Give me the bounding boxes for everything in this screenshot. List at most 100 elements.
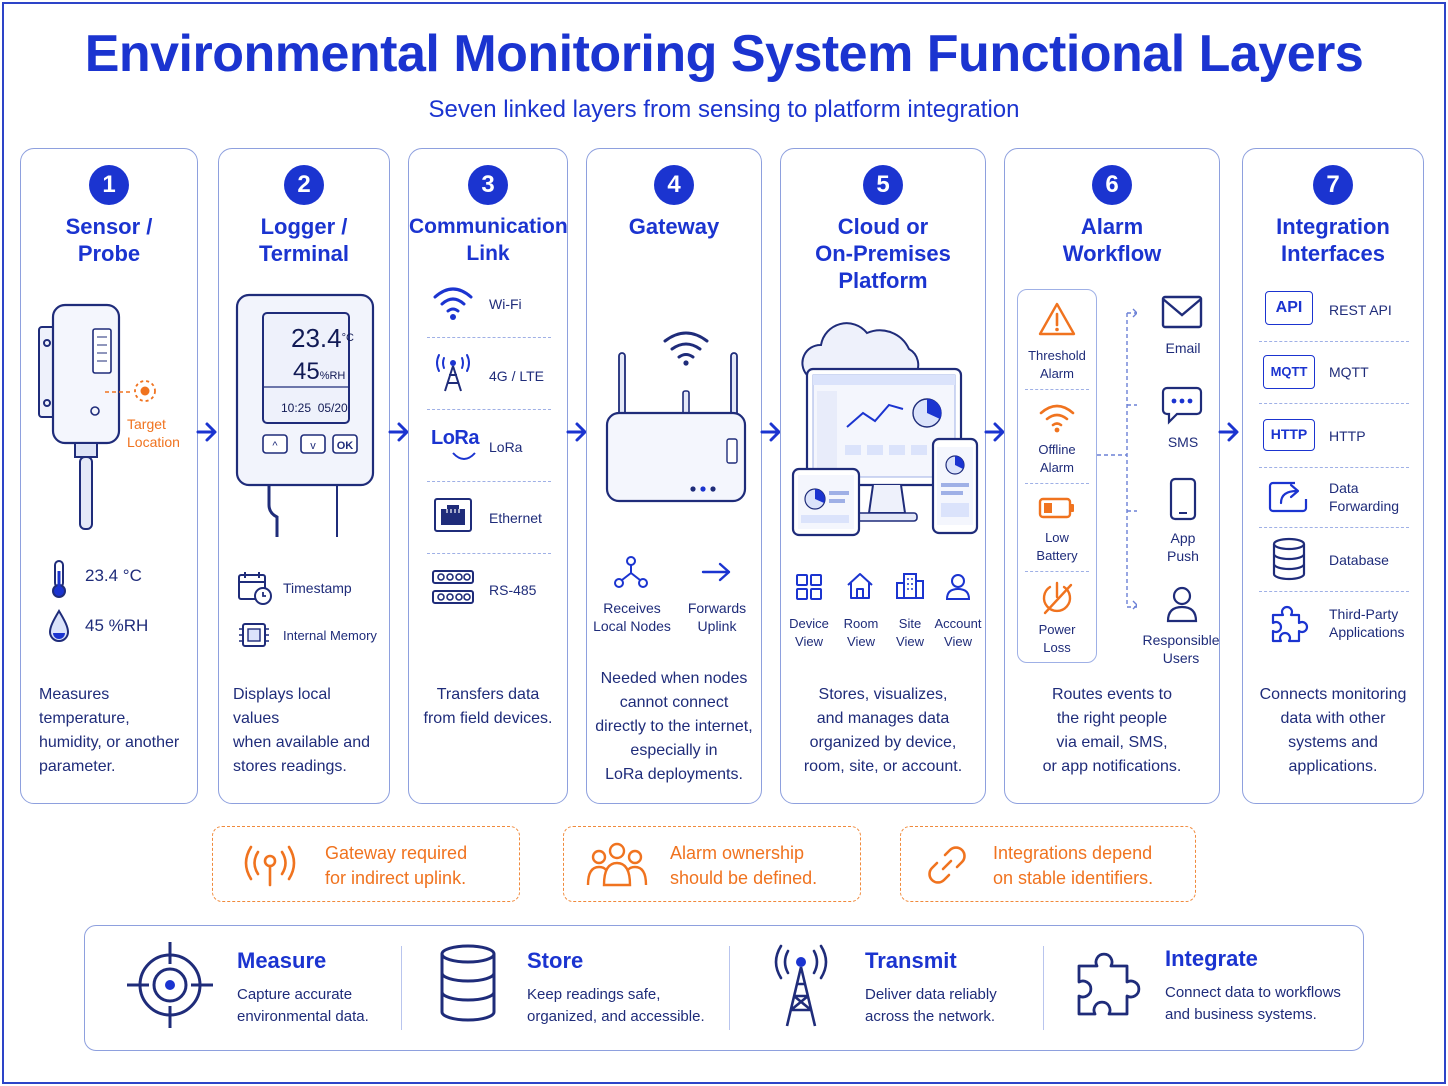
humidity-reading: 45 %RH bbox=[85, 616, 149, 635]
summary-title: Store bbox=[527, 948, 584, 973]
memory-chip-icon bbox=[239, 623, 269, 647]
calendar-clock-icon bbox=[238, 572, 272, 605]
lora-label: LoRa bbox=[489, 439, 523, 455]
ethernet-port-icon bbox=[434, 498, 472, 532]
database-icon bbox=[1272, 537, 1306, 581]
email-envelope-icon bbox=[1161, 295, 1203, 329]
crosshair-target-icon bbox=[127, 942, 213, 1028]
power-loss-icon bbox=[1042, 581, 1073, 615]
target-pointer-line bbox=[105, 391, 133, 393]
divider bbox=[427, 409, 551, 410]
layer-title: Gateway bbox=[628, 214, 720, 239]
smartphone-icon bbox=[1169, 477, 1197, 521]
house-icon bbox=[847, 573, 873, 599]
flow-arrow-icon bbox=[196, 422, 217, 442]
logger-temp-value: 23.4°C bbox=[291, 323, 354, 353]
temperature-reading: 23.4 °C bbox=[85, 566, 142, 585]
layer-number: 5 bbox=[863, 165, 903, 205]
layer-title: Sensor /Probe bbox=[65, 214, 153, 266]
internal-memory-label: Internal Memory bbox=[283, 628, 377, 643]
http-tag-icon: HTTP bbox=[1263, 419, 1315, 451]
divider bbox=[1025, 571, 1089, 572]
divider bbox=[427, 481, 551, 482]
lora-logo-icon: LoRa bbox=[431, 427, 480, 449]
layer-number: 3 bbox=[468, 165, 508, 205]
cell-tower-icon bbox=[436, 354, 470, 392]
humidity-drop-icon bbox=[48, 609, 70, 642]
summary-text: Keep readings safe,organized, and access… bbox=[527, 986, 705, 1025]
divider bbox=[1259, 403, 1409, 404]
offline-wifi-icon bbox=[1039, 404, 1075, 433]
user-group-icon bbox=[586, 842, 648, 887]
low-battery-icon bbox=[1038, 497, 1074, 519]
logger-humidity-value: 45%RH bbox=[293, 358, 346, 385]
layer-number: 6 bbox=[1092, 165, 1132, 205]
divider bbox=[1259, 467, 1409, 468]
puzzle-piece-icon bbox=[1271, 605, 1309, 643]
flow-arrow-icon bbox=[1218, 422, 1239, 442]
layer-description: Stores, visualizes,and manages data orga… bbox=[803, 686, 963, 775]
mqtt-label: MQTT bbox=[1329, 364, 1369, 380]
alarm-types-box bbox=[1017, 289, 1097, 663]
sms-bubble-icon bbox=[1161, 386, 1203, 425]
cloud-dashboard-icon bbox=[791, 322, 979, 537]
thermometer-icon bbox=[52, 560, 66, 598]
divider bbox=[1259, 591, 1409, 592]
divider bbox=[1025, 389, 1089, 390]
flow-arrow-icon bbox=[984, 422, 1005, 442]
integration-puzzle-icon bbox=[1077, 952, 1141, 1016]
sensor-probe-icon bbox=[38, 303, 121, 530]
layer-number: 1 bbox=[89, 165, 129, 205]
logger-ok-button: OK bbox=[336, 440, 354, 452]
logger-down-button: v bbox=[310, 440, 316, 452]
layer-number: 2 bbox=[284, 165, 324, 205]
divider bbox=[427, 337, 551, 338]
logger-up-button: ^ bbox=[272, 440, 278, 452]
flow-arrow-icon bbox=[566, 422, 587, 442]
broadcast-antenna-icon bbox=[244, 845, 296, 887]
email-label: Email bbox=[1165, 340, 1201, 356]
layer-title: Logger /Terminal bbox=[258, 214, 350, 266]
divider bbox=[1043, 946, 1044, 1030]
layer-number: 7 bbox=[1313, 165, 1353, 205]
lora-wave-icon bbox=[452, 452, 476, 460]
divider bbox=[401, 946, 402, 1030]
divider bbox=[1025, 483, 1089, 484]
responsible-user-icon bbox=[1166, 586, 1198, 623]
divider bbox=[427, 553, 551, 554]
ethernet-label: Ethernet bbox=[489, 510, 542, 526]
divider bbox=[1259, 527, 1409, 528]
target-location-icon bbox=[134, 380, 156, 402]
user-account-icon bbox=[945, 574, 971, 600]
wifi-icon bbox=[433, 287, 473, 320]
lte-label: 4G / LTE bbox=[489, 368, 544, 384]
